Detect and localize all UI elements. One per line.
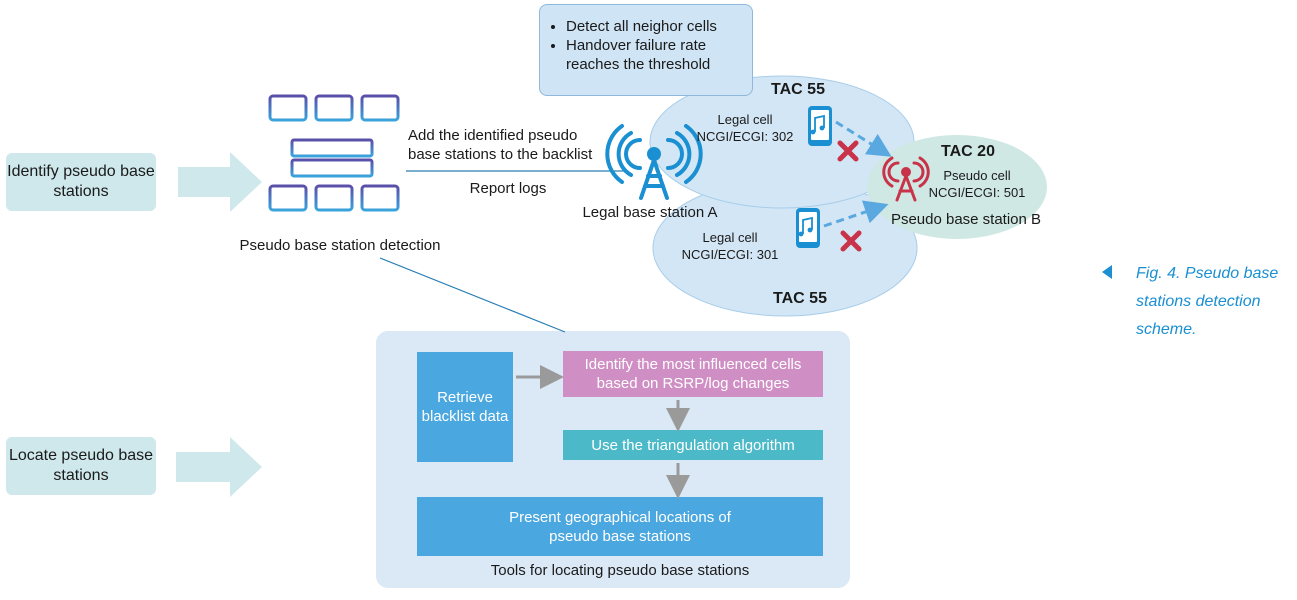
- failure-cross-top-icon: [837, 140, 859, 162]
- retrieve-box: [417, 352, 513, 462]
- present-text: Present geographical locations of pseudo…: [509, 508, 731, 545]
- tac-top-cell-id: NCGI/ECGI: 302: [696, 129, 794, 144]
- condition-item: Detect all neighor cells: [566, 17, 744, 36]
- identify-step-text: Identify pseudo base stations: [7, 163, 155, 200]
- locate-flow-arrow: [176, 437, 262, 497]
- tac-pseudo-cell-name: Pseudo cell: [943, 168, 1011, 183]
- failure-cross-bottom-icon: [840, 230, 862, 252]
- tac-pseudo-cell-id: NCGI/ECGI: 501: [928, 185, 1026, 200]
- locate-step-label: Locate pseudo base stations: [6, 437, 156, 495]
- identify-cells-text: Identify the most influenced cells based…: [584, 356, 802, 392]
- tools-panel-label: Tools for locating pseudo base stations: [490, 562, 750, 579]
- tac-pseudo-title: TAC 20: [941, 143, 995, 160]
- tac-top-title: TAC 55: [771, 81, 825, 98]
- detection-to-tools-line: [379, 257, 566, 333]
- handover-arrow-top: [835, 120, 892, 157]
- legal-tower-icon: [605, 124, 703, 200]
- tac-pseudo-ellipse: [867, 135, 1047, 239]
- identify-flow-arrow: [178, 152, 262, 212]
- caption-marker-icon: [1102, 265, 1112, 279]
- conditions-list: Detect all neighor cells Handover failur…: [550, 17, 744, 74]
- pseudo-station-label: Pseudo base station B: [890, 211, 1042, 228]
- pseudo-tower-icon: [882, 156, 930, 202]
- tac-bottom-title: TAC 55: [773, 290, 827, 307]
- present-box: [417, 497, 823, 556]
- tac-bottom-cell-id: NCGI/ECGI: 301: [681, 247, 779, 262]
- add-backlist-text: Add the identified pseudo base stations …: [408, 127, 593, 163]
- identify-step-label: Identify pseudo base stations: [6, 153, 156, 211]
- tac-bottom-cell-name: Legal cell: [702, 230, 758, 245]
- condition-item: Handover failure rate reaches the thresh…: [566, 36, 744, 74]
- report-logs-text: Report logs: [469, 180, 547, 197]
- retrieve-text: Retrieve blacklist data: [421, 389, 509, 425]
- phone-top-icon: [808, 106, 832, 146]
- locate-step-text: Locate pseudo base stations: [8, 447, 154, 484]
- tac-top-cell-name: Legal cell: [717, 112, 773, 127]
- legal-station-label: Legal base station A: [582, 204, 718, 221]
- figure-caption: Fig. 4. Pseudo base stations detection s…: [1136, 265, 1279, 338]
- triangulation-text: Use the triangulation algorithm: [591, 436, 795, 454]
- conditions-callout: Detect all neighor cells Handover failur…: [539, 4, 753, 96]
- server-icon: [268, 94, 400, 212]
- detection-label: Pseudo base station detection: [239, 237, 441, 254]
- triangulation-box: [563, 430, 823, 460]
- handover-arrow-bottom: [823, 200, 889, 228]
- phone-bottom-icon: [796, 208, 820, 248]
- identify-cells-box: [563, 351, 823, 397]
